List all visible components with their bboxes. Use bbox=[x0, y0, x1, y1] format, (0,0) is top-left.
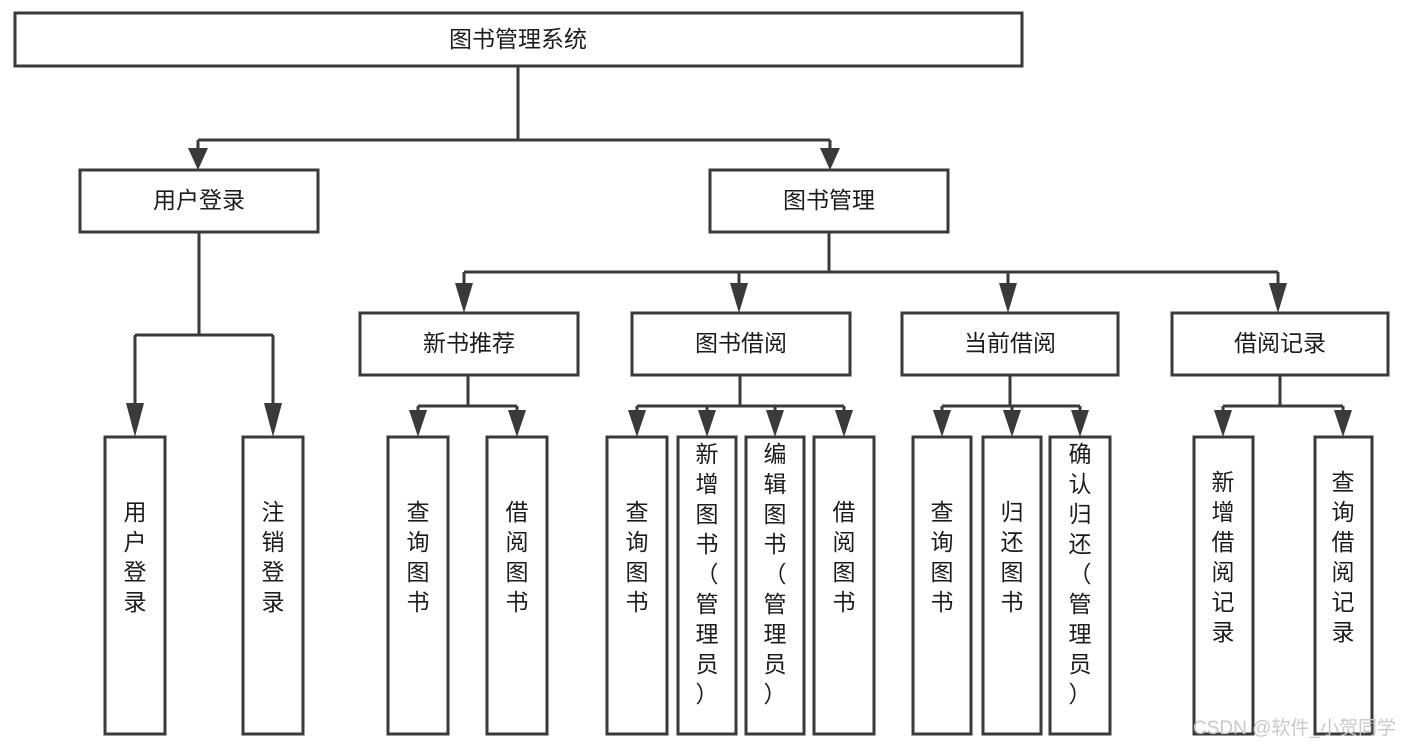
arrow-head-book-mgmt bbox=[820, 148, 840, 170]
leaf-bb-edit-book-admin-box[interactable] bbox=[744, 435, 806, 736]
node-current-borrow[interactable]: 当前借阅 bbox=[900, 311, 1120, 377]
arrow-head-nbr-query-book bbox=[409, 410, 427, 437]
node-root-box[interactable] bbox=[13, 11, 1024, 68]
leaf-br-add-record-label: 新增借阅记录 bbox=[1212, 469, 1235, 645]
leaf-br-add-record[interactable]: 新增借阅记录 bbox=[1192, 435, 1255, 736]
connector-group-user-login bbox=[126, 232, 282, 437]
arrow-head-bb-borrow-book bbox=[835, 410, 853, 437]
leaf-logout-label: 注销登录 bbox=[262, 499, 285, 615]
leaf-nbr-query-book[interactable]: 查询图书 bbox=[386, 435, 450, 736]
node-user-login-label: 用户登录 bbox=[153, 187, 245, 213]
leaf-br-query-record[interactable]: 查询借阅记录 bbox=[1313, 435, 1374, 736]
leaf-cb-return-book[interactable]: 归还图书 bbox=[981, 435, 1043, 736]
leaf-bb-query-book-label: 查询图书 bbox=[626, 499, 649, 615]
node-book-borrow[interactable]: 图书借阅 bbox=[630, 311, 852, 377]
connector-group-root bbox=[188, 66, 840, 170]
leaf-logout-box[interactable] bbox=[241, 435, 305, 736]
node-user-login[interactable]: 用户登录 bbox=[78, 168, 320, 234]
leaf-user-login[interactable]: 用户登录 bbox=[103, 435, 167, 736]
leaf-br-query-record-label: 查询借阅记录 bbox=[1332, 469, 1355, 645]
arrow-head-cb-return-book bbox=[1003, 410, 1021, 437]
node-borrow-record-label: 借阅记录 bbox=[1234, 330, 1326, 356]
arrow-head-book-borrow bbox=[730, 283, 748, 313]
node-book-management[interactable]: 图书管理 bbox=[708, 168, 950, 234]
arrow-head-borrow-record bbox=[1269, 283, 1287, 313]
leaf-cb-query-book[interactable]: 查询图书 bbox=[911, 435, 973, 736]
leaf-cb-confirm-return-admin-label: 确认归还（管理员） bbox=[1069, 441, 1092, 707]
leaf-bb-add-book-admin-box[interactable] bbox=[676, 435, 738, 736]
leaf-bb-edit-book-admin[interactable]: 编辑图书（管理员） bbox=[744, 435, 806, 736]
arrow-head-bb-query-book bbox=[628, 410, 646, 437]
leaf-cb-return-book-box[interactable] bbox=[981, 435, 1043, 736]
node-book-management-label: 图书管理 bbox=[783, 187, 875, 213]
leaf-nbr-borrow-book[interactable]: 借阅图书 bbox=[485, 435, 549, 736]
arrow-head-nbr-borrow-book bbox=[508, 410, 526, 437]
leaf-bb-borrow-book[interactable]: 借阅图书 bbox=[812, 435, 876, 736]
node-book-borrow-box[interactable] bbox=[630, 311, 852, 377]
arrow-head-user-login bbox=[188, 148, 208, 170]
node-borrow-record[interactable]: 借阅记录 bbox=[1170, 311, 1390, 377]
leaf-nbr-query-book-box[interactable] bbox=[386, 435, 450, 736]
connector-group-book-borrow bbox=[628, 375, 853, 437]
leaf-logout[interactable]: 注销登录 bbox=[241, 435, 305, 736]
connector-group-new-book-rec bbox=[409, 375, 526, 437]
node-current-borrow-box[interactable] bbox=[900, 311, 1120, 377]
leaf-user-login-box[interactable] bbox=[103, 435, 167, 736]
node-root[interactable]: 图书管理系统 bbox=[13, 11, 1024, 68]
arrow-head-cb-confirm-return bbox=[1071, 410, 1089, 437]
leaf-bb-add-book-admin[interactable]: 新增图书（管理员） bbox=[676, 435, 738, 736]
arrow-head-cb-query-book bbox=[933, 410, 951, 437]
leaf-cb-query-book-label: 查询图书 bbox=[931, 499, 954, 615]
leaf-user-login-label: 用户登录 bbox=[124, 499, 147, 615]
leaf-br-query-record-box[interactable] bbox=[1313, 435, 1374, 736]
leaf-nbr-query-book-label: 查询图书 bbox=[407, 499, 430, 615]
connector-group-book-mgmt bbox=[455, 232, 1287, 313]
leaf-nbr-borrow-book-label: 借阅图书 bbox=[506, 499, 529, 615]
leaf-cb-query-book-box[interactable] bbox=[911, 435, 973, 736]
node-borrow-record-box[interactable] bbox=[1170, 311, 1390, 377]
leaf-cb-confirm-return-admin-box[interactable] bbox=[1048, 435, 1112, 736]
arrow-head-user-login-leaf bbox=[126, 403, 144, 437]
node-current-borrow-label: 当前借阅 bbox=[964, 330, 1056, 356]
node-new-book-recommend-label: 新书推荐 bbox=[423, 330, 515, 356]
arrow-head-new-book-rec bbox=[455, 283, 473, 313]
arrow-head-bb-edit-book bbox=[766, 410, 784, 437]
node-book-management-box[interactable] bbox=[708, 168, 950, 234]
leaf-nbr-borrow-book-box[interactable] bbox=[485, 435, 549, 736]
connector-group-current-borrow bbox=[933, 375, 1089, 437]
arrow-head-bb-add-book bbox=[698, 410, 716, 437]
leaf-bb-query-book[interactable]: 查询图书 bbox=[605, 435, 669, 736]
leaf-bb-add-book-admin-label: 新增图书（管理员） bbox=[696, 441, 719, 707]
leaf-bb-borrow-book-box[interactable] bbox=[812, 435, 876, 736]
leaf-bb-borrow-book-label: 借阅图书 bbox=[833, 499, 856, 615]
leaf-br-add-record-box[interactable] bbox=[1192, 435, 1255, 736]
arrow-head-br-query-record bbox=[1334, 410, 1352, 437]
leaf-bb-edit-book-admin-label: 编辑图书（管理员） bbox=[764, 441, 787, 707]
node-new-book-recommend-box[interactable] bbox=[358, 311, 580, 377]
leaf-bb-query-book-box[interactable] bbox=[605, 435, 669, 736]
arrow-head-logout-leaf bbox=[264, 403, 282, 437]
node-root-label: 图书管理系统 bbox=[449, 26, 587, 52]
leaf-cb-confirm-return-admin[interactable]: 确认归还（管理员） bbox=[1048, 435, 1112, 736]
arrow-head-current-borrow bbox=[999, 283, 1017, 313]
leaf-cb-return-book-label: 归还图书 bbox=[1001, 499, 1024, 615]
connector-group-borrow-record bbox=[1214, 375, 1352, 437]
node-user-login-box[interactable] bbox=[78, 168, 320, 234]
node-new-book-recommend[interactable]: 新书推荐 bbox=[358, 311, 580, 377]
arrow-head-br-add-record bbox=[1214, 410, 1232, 437]
node-book-borrow-label: 图书借阅 bbox=[695, 330, 787, 356]
csdn-watermark: CSDN @软件_小贺同学 bbox=[1193, 717, 1396, 739]
